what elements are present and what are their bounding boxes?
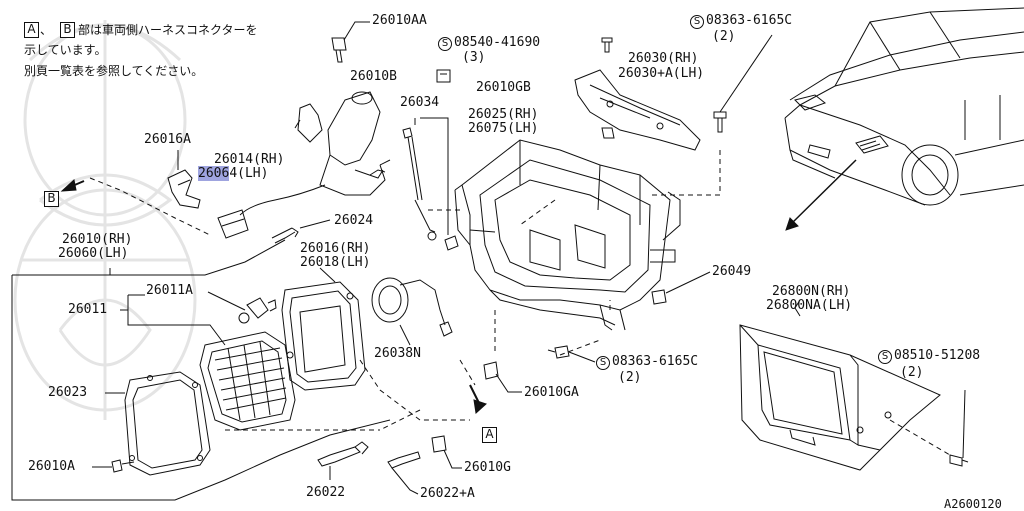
figure-code: A2600120 <box>944 497 1002 511</box>
label-26010a: 26010A <box>28 459 75 474</box>
label-08363-top-qty: (2) <box>712 29 736 44</box>
label-26064-rest: 4(LH) <box>229 166 269 181</box>
screw-26010a <box>111 459 135 473</box>
label-26010gb: 26010GB <box>476 80 531 95</box>
note-line1: 部は車両側ハーネスコネクターを <box>78 23 258 37</box>
label-26010ga: 26010GA <box>524 385 579 400</box>
label-08363-mid-num: 08363-6165C <box>612 354 699 369</box>
highlighted-part-number[interactable]: 2606 <box>198 166 230 181</box>
cover-26800n <box>739 324 941 471</box>
label-08510-qty: (2) <box>900 365 924 380</box>
headlamp-housing-drawing <box>454 139 681 331</box>
label-26800n-rh: 26800N(RH) <box>772 284 851 299</box>
adjuster-26022 <box>317 441 369 467</box>
note-line2: 示しています。 <box>24 43 107 57</box>
rim-26023 <box>124 371 211 476</box>
label-26034: 26034 <box>400 95 440 110</box>
label-26049: 26049 <box>712 264 752 279</box>
screw-symbol-icon: S <box>878 350 892 364</box>
label-26025-rh: 26025(RH) <box>468 107 539 122</box>
label-26010g: 26010G <box>464 460 511 475</box>
label-08540-num: 08540-41690 <box>454 35 541 50</box>
note-line3: 別頁一覧表を参照してください。 <box>24 64 204 78</box>
bracket-26016a <box>167 169 201 209</box>
label-26010b: 26010B <box>350 69 397 84</box>
label-26018-lh: 26018(LH) <box>300 255 371 270</box>
bracket-26030-drawing <box>574 69 701 151</box>
screw-26010aa <box>331 37 347 63</box>
clip-26010ga <box>483 361 499 380</box>
label-08363-top-num: 08363-6165C <box>706 13 793 28</box>
wire-connector <box>217 209 249 239</box>
label-26030-rh: 26030(RH) <box>628 51 699 66</box>
label-26023: 26023 <box>48 385 88 400</box>
label-26016a: 26016A <box>144 132 191 147</box>
connector-b-marker: B <box>44 191 59 207</box>
mount-ring-26016 <box>281 281 366 391</box>
label-26010-rh: 26010(RH) <box>62 232 133 247</box>
watermark-emblem <box>13 20 197 420</box>
screw-symbol-icon: S <box>596 356 610 370</box>
screw-08510 <box>949 454 969 467</box>
adjuster-26022a <box>387 451 421 495</box>
label-08363-mid-qty: (2) <box>618 370 642 385</box>
rod-26034 <box>402 127 459 251</box>
screw-08540 <box>601 37 613 53</box>
label-26030-lh: 26030+A(LH) <box>618 66 705 81</box>
label-26800na-lh: 26800NA(LH) <box>766 298 853 313</box>
label-08510-num: 08510-51208 <box>894 348 981 363</box>
label-26064-lh: 26064(LH) <box>198 166 269 181</box>
nut-26010g <box>431 435 447 453</box>
screw-08363-top <box>713 111 727 133</box>
label-26022a: 26022+A <box>420 486 475 501</box>
label-26075-lh: 26075(LH) <box>468 121 539 136</box>
label-26011a: 26011A <box>146 283 193 298</box>
label-08540-qty: (3) <box>462 50 486 65</box>
bulb-26011a <box>238 297 277 324</box>
car-illustration <box>784 7 1024 206</box>
clip-26010gb <box>601 127 615 139</box>
label-26022: 26022 <box>306 485 346 500</box>
screw-symbol-icon: S <box>438 37 452 51</box>
connector-a-marker: A <box>482 427 497 443</box>
connector-b-box: B <box>60 22 75 38</box>
label-26016-rh: 26016(RH) <box>300 241 371 256</box>
socket-26038n <box>371 277 453 337</box>
label-26024: 26024 <box>334 213 374 228</box>
sealed-beam-26011 <box>199 331 296 431</box>
nut-26049 <box>651 289 667 305</box>
label-26010aa: 26010AA <box>372 13 427 28</box>
label-26014-rh: 26014(RH) <box>214 152 285 167</box>
label-26038n: 26038N <box>374 346 421 361</box>
note-separator: 、 <box>40 23 53 37</box>
label-26011: 26011 <box>68 302 108 317</box>
connector-a-box: A <box>24 22 39 38</box>
leveling-motor-drawing <box>294 91 391 196</box>
screw-08363-mid <box>547 345 570 359</box>
label-26060-lh: 26060(LH) <box>58 246 129 261</box>
screw-symbol-icon: S <box>690 15 704 29</box>
clip-26010b <box>436 69 451 83</box>
bulb-26024 <box>271 227 299 244</box>
